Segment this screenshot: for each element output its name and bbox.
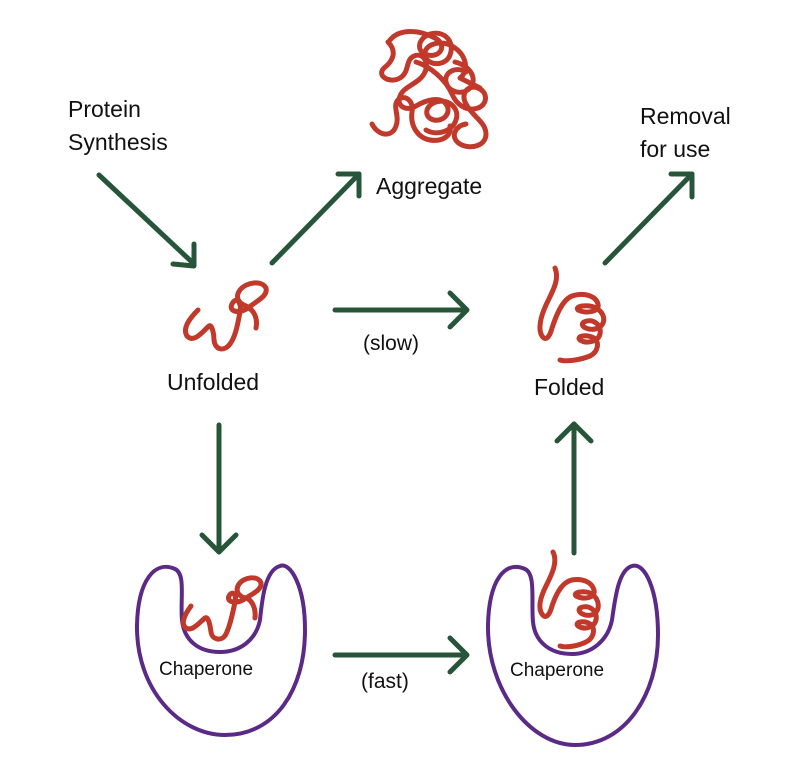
removal-label-line2: for use	[640, 136, 710, 162]
removal-label-line1: Removal	[640, 103, 731, 129]
arrow-folded-to-removal	[602, 171, 695, 266]
chaperone-right	[485, 549, 661, 748]
arrow-head	[199, 532, 239, 555]
arrow-head	[447, 290, 470, 330]
unfolded-protein-icon	[182, 280, 269, 352]
arrow-head	[447, 635, 470, 675]
chaperone-left	[134, 563, 308, 738]
aggregate-label: Aggregate	[376, 173, 482, 199]
folded-protein-icon	[537, 265, 607, 364]
arrow-shaft	[269, 171, 362, 266]
arrow-shaft	[602, 171, 695, 266]
arrow-chaperone-to-chaperone-fast	[332, 635, 470, 675]
aggregate-protein-icon	[369, 29, 489, 150]
chaperone-left-label: Chaperone	[159, 659, 253, 680]
protein-synthesis-label-line2: Synthesis	[68, 129, 168, 155]
slow-edge-label: (slow)	[363, 332, 419, 355]
arrow-head	[668, 171, 695, 200]
arrow-chaperone-to-folded	[554, 421, 594, 556]
arrow-shaft	[96, 172, 197, 267]
arrow-synthesis-to-unfolded	[96, 172, 197, 269]
chaperone-right-label: Chaperone	[510, 660, 604, 681]
fast-edge-label: (fast)	[361, 670, 409, 693]
arrow-head	[335, 171, 362, 199]
arrow-unfolded-to-folded-slow	[332, 290, 470, 330]
arrow-unfolded-to-chaperone	[199, 422, 239, 555]
arrow-unfolded-to-aggregate	[269, 171, 362, 266]
arrow-head	[170, 241, 197, 269]
arrow-head	[554, 421, 594, 444]
protein-synthesis-label-line1: Protein	[68, 96, 141, 122]
unfolded-label: Unfolded	[167, 369, 259, 395]
folded-label: Folded	[534, 374, 604, 400]
